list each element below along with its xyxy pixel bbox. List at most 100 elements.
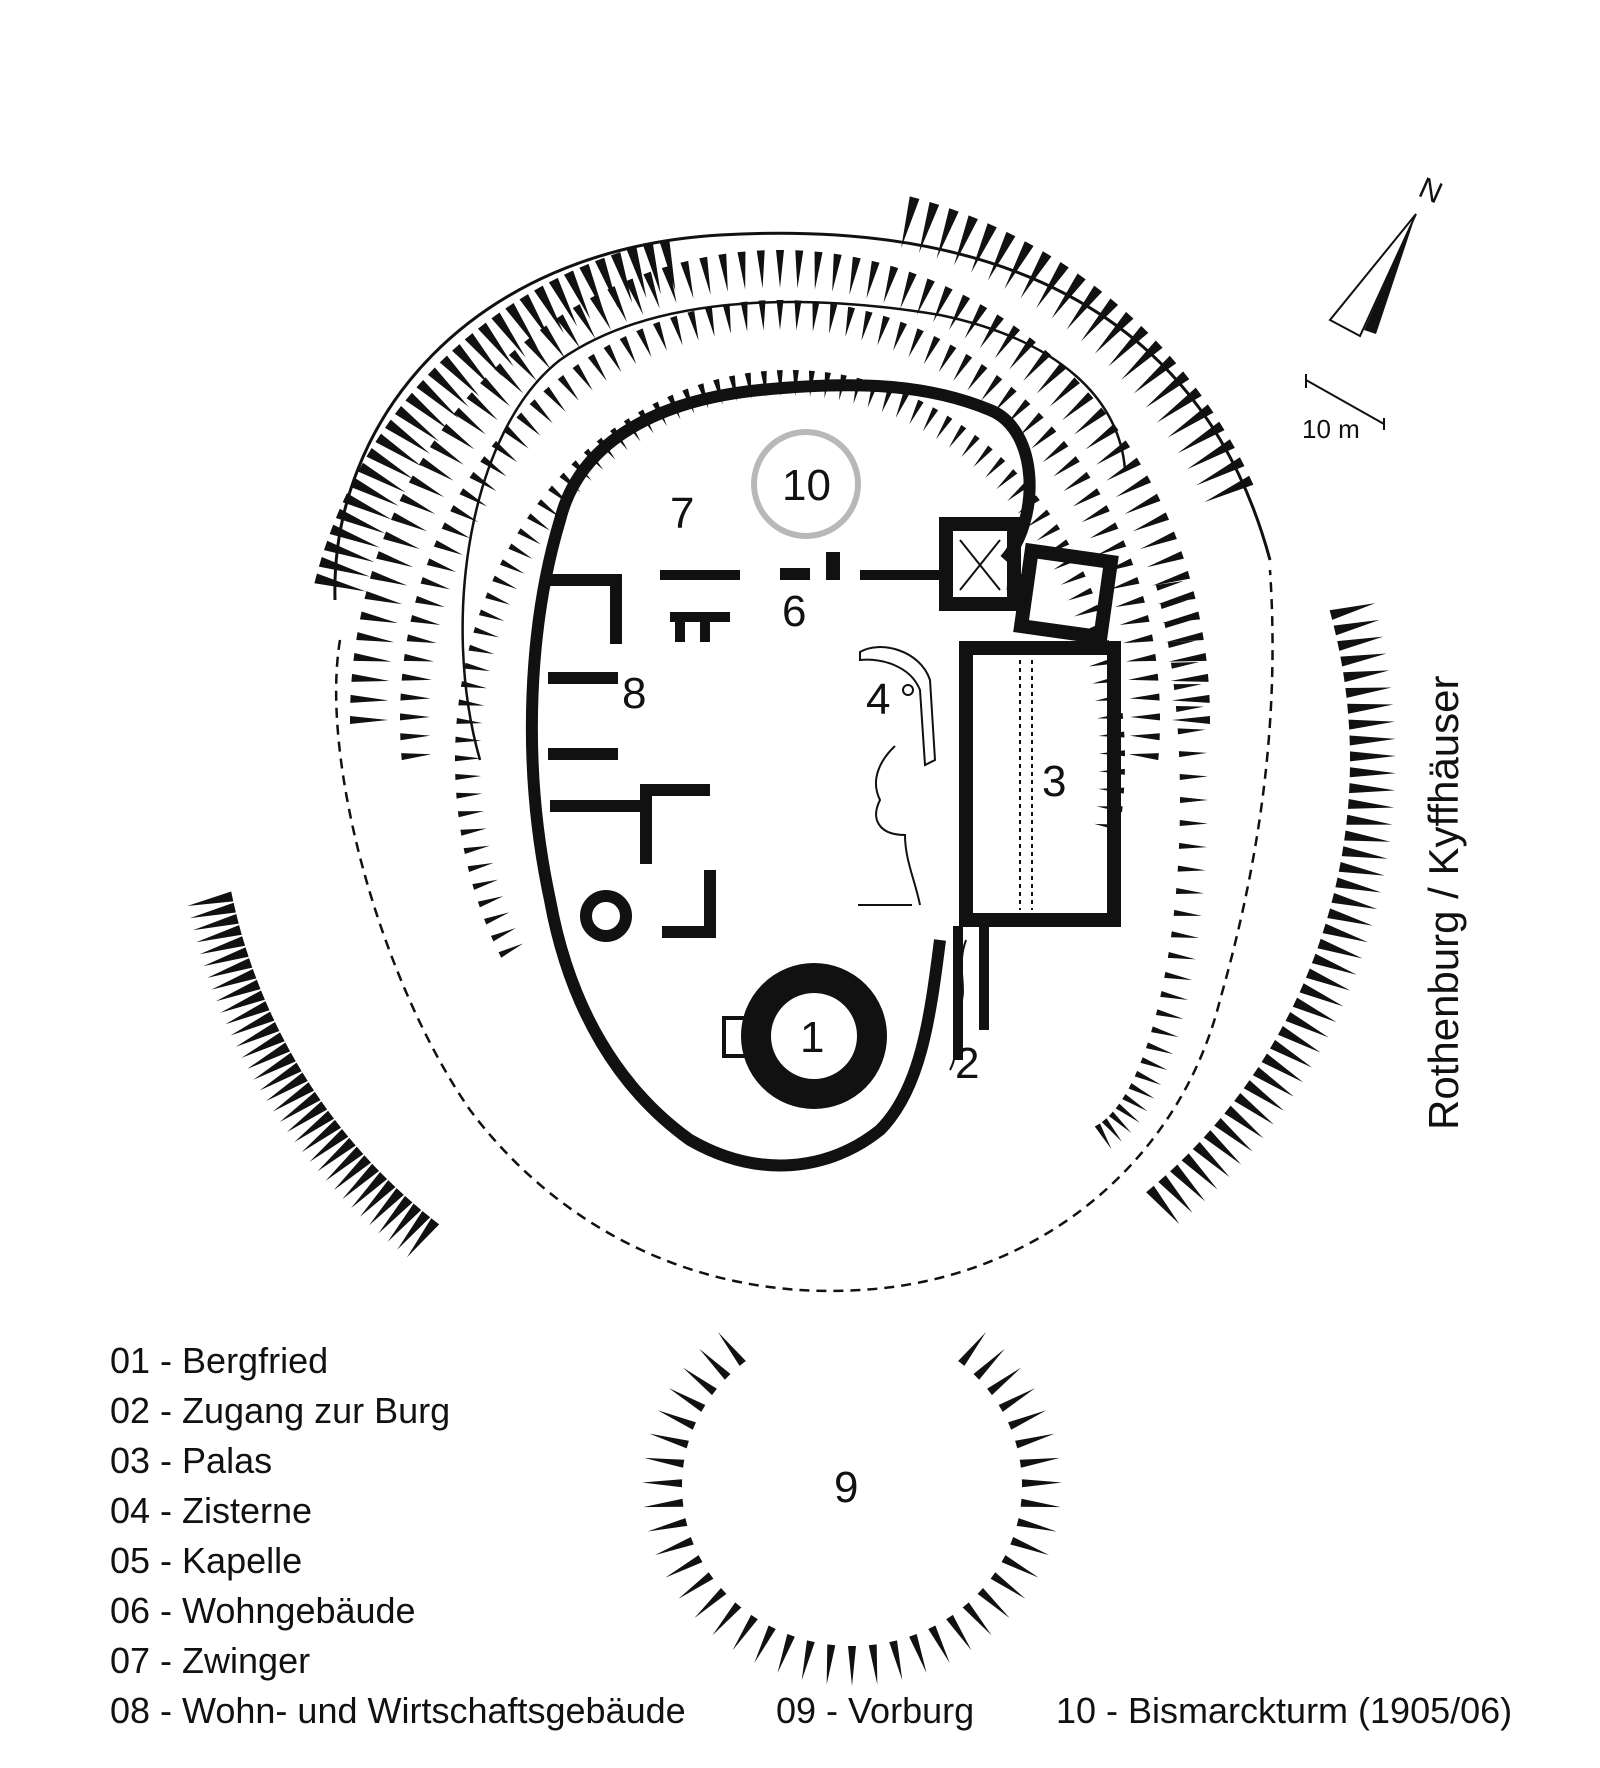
hachure-mark — [400, 693, 431, 701]
hachure-mark — [670, 315, 683, 346]
hachure-mark — [794, 300, 802, 331]
hachure-mark — [1178, 751, 1208, 758]
hachure-mark — [1292, 997, 1337, 1023]
hachure-mark — [1171, 694, 1210, 703]
hachure-mark — [948, 424, 967, 448]
hachure-mark — [1049, 377, 1080, 407]
hachure-mark — [572, 304, 596, 339]
hachure-mark — [401, 753, 432, 761]
hachure-mark — [922, 407, 939, 432]
hachure-mark — [1146, 1185, 1180, 1225]
hachure-mark — [589, 294, 612, 331]
hachure-mark — [1132, 512, 1170, 532]
hachure-mark — [938, 344, 957, 373]
hachure-mark — [419, 457, 454, 481]
wohngebaeude-walls — [660, 552, 950, 580]
hachure-mark — [557, 375, 579, 401]
hachure-mark — [758, 300, 766, 331]
hachure-mark — [1299, 983, 1344, 1007]
hachure-mark — [333, 1155, 372, 1191]
hachure-mark — [516, 412, 541, 436]
hachure-mark — [335, 508, 386, 534]
hachure-mark — [1080, 298, 1119, 342]
hachure-mark — [1072, 488, 1101, 507]
hachure-mark — [460, 828, 487, 836]
hachure-mark — [1020, 251, 1052, 299]
kapelle-annex — [1013, 542, 1119, 646]
hachure-mark — [994, 325, 1021, 359]
hachure-mark — [1158, 1175, 1193, 1213]
hachure-mark — [1347, 798, 1395, 809]
hachure-mark — [1331, 892, 1378, 910]
hachure-mark — [356, 632, 395, 643]
hachure-mark — [893, 321, 907, 351]
hachure-mark — [1134, 1070, 1162, 1086]
hachure-mark — [973, 1348, 1005, 1380]
hachure-mark — [1019, 412, 1044, 436]
hachure-mark — [895, 392, 909, 418]
hachure-mark — [918, 201, 940, 254]
hachure-mark — [1152, 570, 1191, 586]
hachure-mark — [1337, 636, 1384, 651]
hachure-mark — [230, 1011, 275, 1036]
hachure-mark — [452, 344, 491, 387]
hachure-mark — [1167, 951, 1196, 960]
hachure-mark — [472, 879, 499, 890]
hachure-mark — [301, 1119, 342, 1153]
hachure-mark — [977, 1588, 1010, 1619]
hachure-mark — [397, 1210, 431, 1250]
hachure-mark — [454, 755, 482, 762]
hachure-mark — [1160, 991, 1189, 1000]
hachure-mark — [732, 1614, 758, 1651]
hachure-mark — [1317, 938, 1363, 959]
hachure-mark — [973, 445, 993, 468]
hachure-mark — [225, 1001, 270, 1025]
marker-9: 9 — [834, 1463, 858, 1512]
hachure-mark — [1008, 1410, 1047, 1430]
hachure-mark — [699, 1348, 731, 1380]
hachure-mark — [534, 285, 564, 334]
ring-line-inner — [461, 300, 1127, 761]
hachure-mark — [498, 943, 524, 958]
hachure-mark — [967, 364, 988, 391]
hachure-mark — [1146, 551, 1184, 568]
hachure-mark — [776, 300, 784, 330]
hachure-mark — [990, 1572, 1026, 1599]
hachure-mark — [1036, 262, 1069, 309]
marker-6: 6 — [782, 587, 806, 636]
hachure-mark — [480, 377, 511, 407]
hachure-mark — [1349, 735, 1396, 746]
hachure-mark — [235, 1022, 280, 1047]
hachure-mark — [694, 1588, 727, 1619]
hachure-mark — [1119, 614, 1150, 625]
hachure-mark — [1128, 1083, 1155, 1099]
hachure-mark — [439, 355, 480, 397]
hachure-mark — [1179, 820, 1208, 827]
hachure-mark — [845, 306, 856, 337]
hachure-mark — [987, 1367, 1022, 1396]
hachure-mark — [266, 1072, 308, 1102]
hachure-mark — [1347, 703, 1394, 714]
hachure-mark — [932, 286, 953, 323]
hachure-mark — [625, 278, 644, 316]
hachure-mark — [477, 896, 504, 908]
hachure-mark — [464, 662, 491, 672]
hachure-mark — [610, 252, 633, 304]
marker-2: 2 — [955, 1039, 979, 1088]
hachure-mark — [626, 247, 647, 299]
hachure-mark — [508, 543, 533, 559]
hachure-mark — [1327, 908, 1373, 926]
hachure-mark — [485, 592, 511, 605]
hachure-mark — [1175, 887, 1205, 894]
hachure-mark — [1203, 1130, 1242, 1165]
hachure-palas-slope — [1094, 580, 1208, 1150]
legend-last-row: 08 - Wohn- und Wirtschaftsgebäude 09 - V… — [110, 1686, 1590, 1736]
palas-building — [959, 641, 1121, 927]
hachure-mark — [958, 1332, 987, 1366]
hachure-mark — [1115, 1103, 1140, 1123]
hachure-mark — [272, 1082, 315, 1112]
hachure-mark — [699, 256, 711, 295]
hachure-mark — [1269, 1039, 1313, 1068]
hachure-mark — [1031, 426, 1057, 449]
hachure-mark — [962, 1602, 992, 1636]
